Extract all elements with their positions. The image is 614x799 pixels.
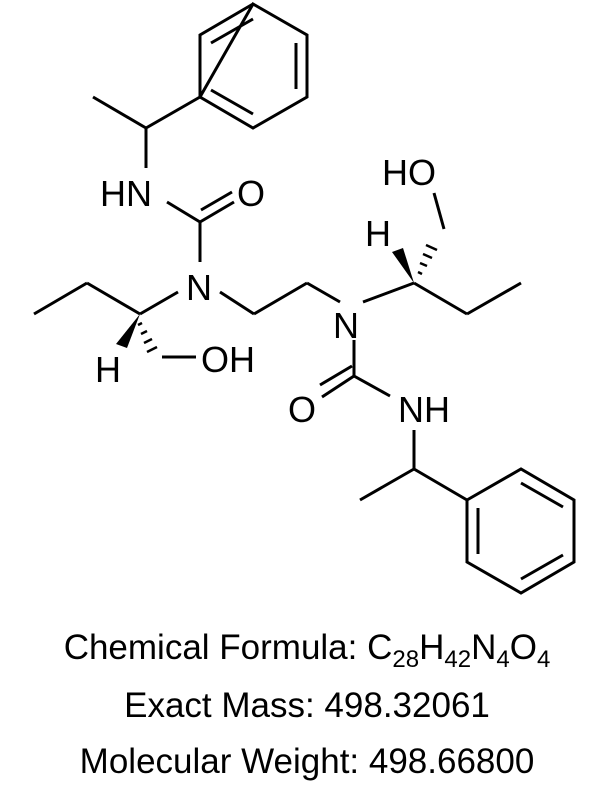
atom-o-top: O bbox=[237, 173, 265, 214]
atom-oh-left: OH bbox=[201, 339, 255, 380]
atom-n-right: N bbox=[333, 305, 359, 346]
atom-o-bottom: O bbox=[288, 389, 316, 430]
phenyl-ring-bottom bbox=[465, 467, 576, 595]
atom-nh-bottom: NH bbox=[398, 389, 450, 430]
atom-h-left: H bbox=[95, 349, 121, 390]
molecular-weight: Molecular Weight: 498.66800 bbox=[79, 742, 535, 781]
phenyl-ring-top bbox=[198, 1, 309, 130]
molecule-structure: HN O N H OH N H HO O NH bbox=[33, 1, 576, 595]
atom-ho-right: HO bbox=[382, 152, 436, 193]
atom-n-left: N bbox=[186, 267, 212, 308]
atom-h-right: H bbox=[365, 213, 391, 254]
exact-mass: Exact Mass: 498.32061 bbox=[124, 686, 490, 725]
atom-hn-top: HN bbox=[100, 173, 152, 214]
chemical-formula: Chemical Formula: C28H42N4O4 bbox=[63, 628, 551, 673]
